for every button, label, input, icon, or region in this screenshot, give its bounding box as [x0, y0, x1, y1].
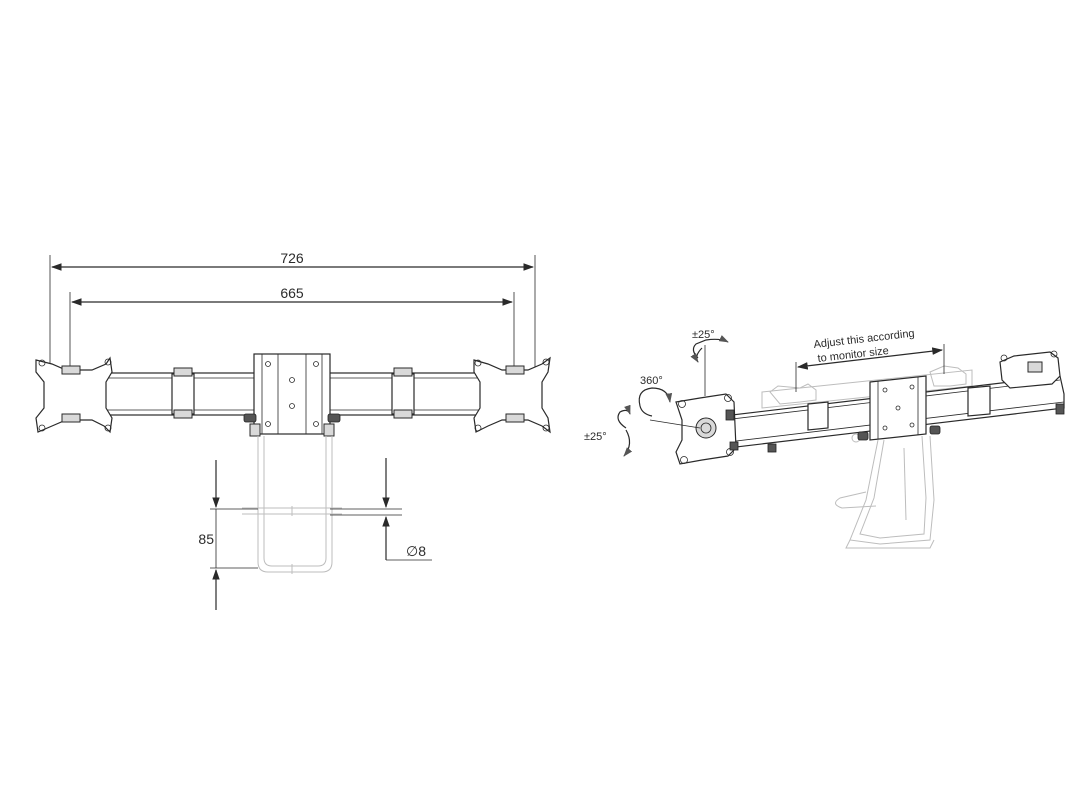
dim-diameter-label: ∅8	[406, 543, 426, 559]
dim-85-label: 85	[198, 531, 214, 547]
right-slider	[391, 373, 415, 415]
tilt-indicator: ±25°	[690, 329, 729, 396]
dim-726-label: 726	[280, 250, 304, 266]
center-mount-plate	[243, 353, 341, 437]
swivel-label: ±25°	[584, 431, 607, 443]
iso-right-slider	[967, 385, 991, 417]
adjust-arrow	[796, 347, 944, 370]
rotation-label: 360°	[640, 375, 663, 387]
rotation-indicator: 360°	[638, 375, 701, 429]
swivel-indicator: ±25°	[584, 404, 633, 457]
front-view: 726 665	[35, 250, 551, 610]
iso-vesa-head	[675, 393, 777, 465]
iso-clamp	[835, 435, 935, 549]
iso-center-plate	[857, 375, 941, 441]
left-vesa-plate	[35, 356, 113, 434]
dim-665-label: 665	[280, 285, 304, 301]
desk-clamp	[242, 436, 342, 574]
iso-left-slider	[807, 401, 829, 431]
isometric-view: Adjust this according to monitor size ±2…	[584, 328, 1065, 549]
left-slider	[171, 373, 195, 415]
right-vesa-plate	[473, 356, 551, 434]
tilt-label: ±25°	[692, 329, 715, 341]
